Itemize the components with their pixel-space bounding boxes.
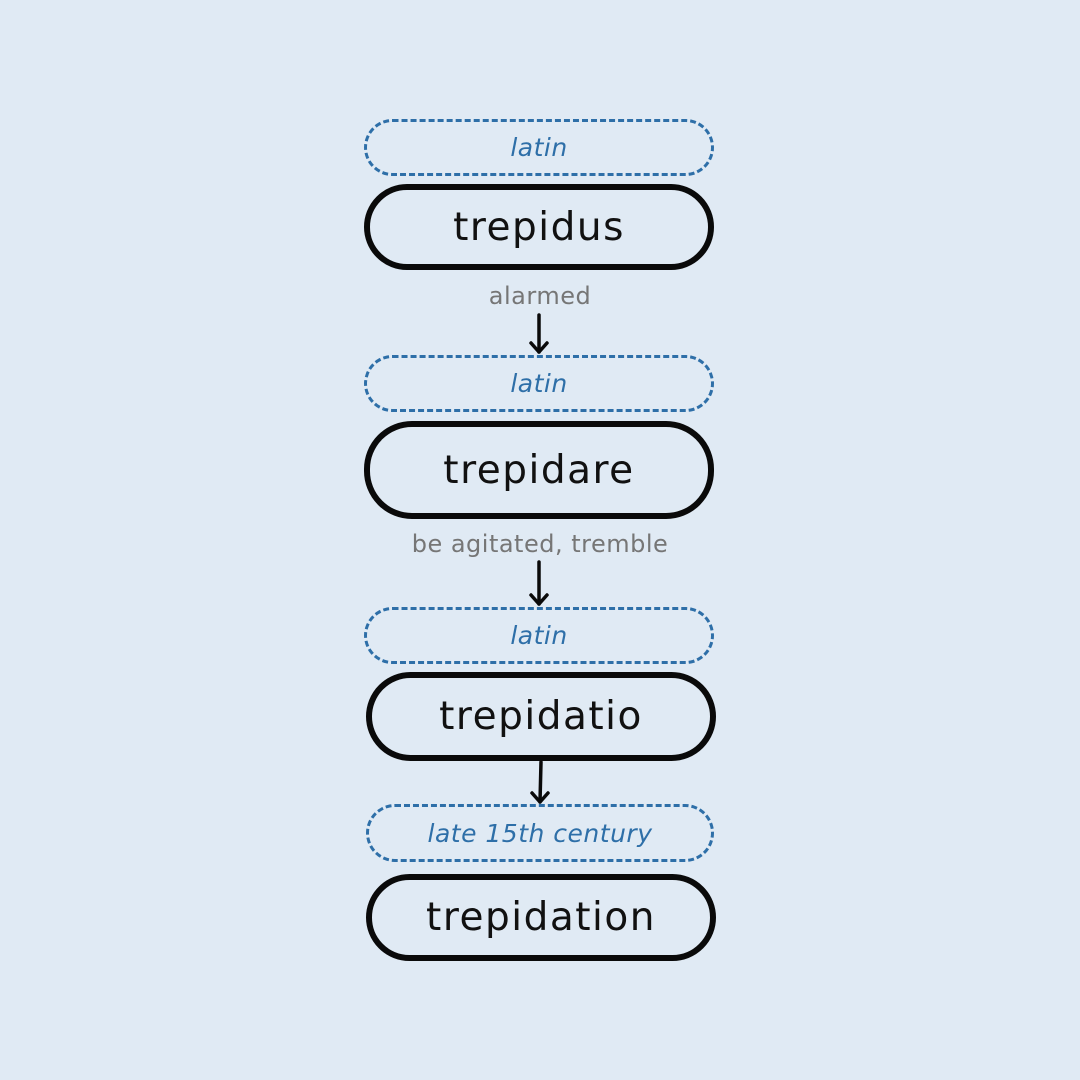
meaning-label-2: be agitated, tremble: [411, 530, 669, 558]
language-tag-3: latin: [364, 607, 714, 664]
arrow-down-icon: [529, 313, 549, 354]
word-label-2: trepidare: [443, 447, 635, 493]
word-box-1: trepidus: [364, 184, 714, 270]
meaning-label-1: alarmed: [488, 282, 592, 310]
language-tag-2: latin: [364, 355, 714, 412]
word-box-2: trepidare: [364, 421, 714, 519]
language-label-2: latin: [510, 369, 568, 398]
arrow-down-icon: [530, 760, 550, 804]
word-label-4: trepidation: [426, 895, 656, 940]
language-label-4: late 15th century: [427, 818, 653, 848]
word-label-1: trepidus: [453, 204, 625, 250]
language-tag-4: late 15th century: [366, 804, 714, 862]
word-box-3: trepidatio: [366, 672, 716, 761]
language-label-1: latin: [510, 133, 568, 162]
language-label-3: latin: [510, 621, 568, 650]
word-label-3: trepidatio: [439, 694, 643, 739]
word-box-4: trepidation: [366, 874, 716, 961]
language-tag-1: latin: [364, 119, 714, 176]
arrow-down-icon: [529, 560, 549, 606]
